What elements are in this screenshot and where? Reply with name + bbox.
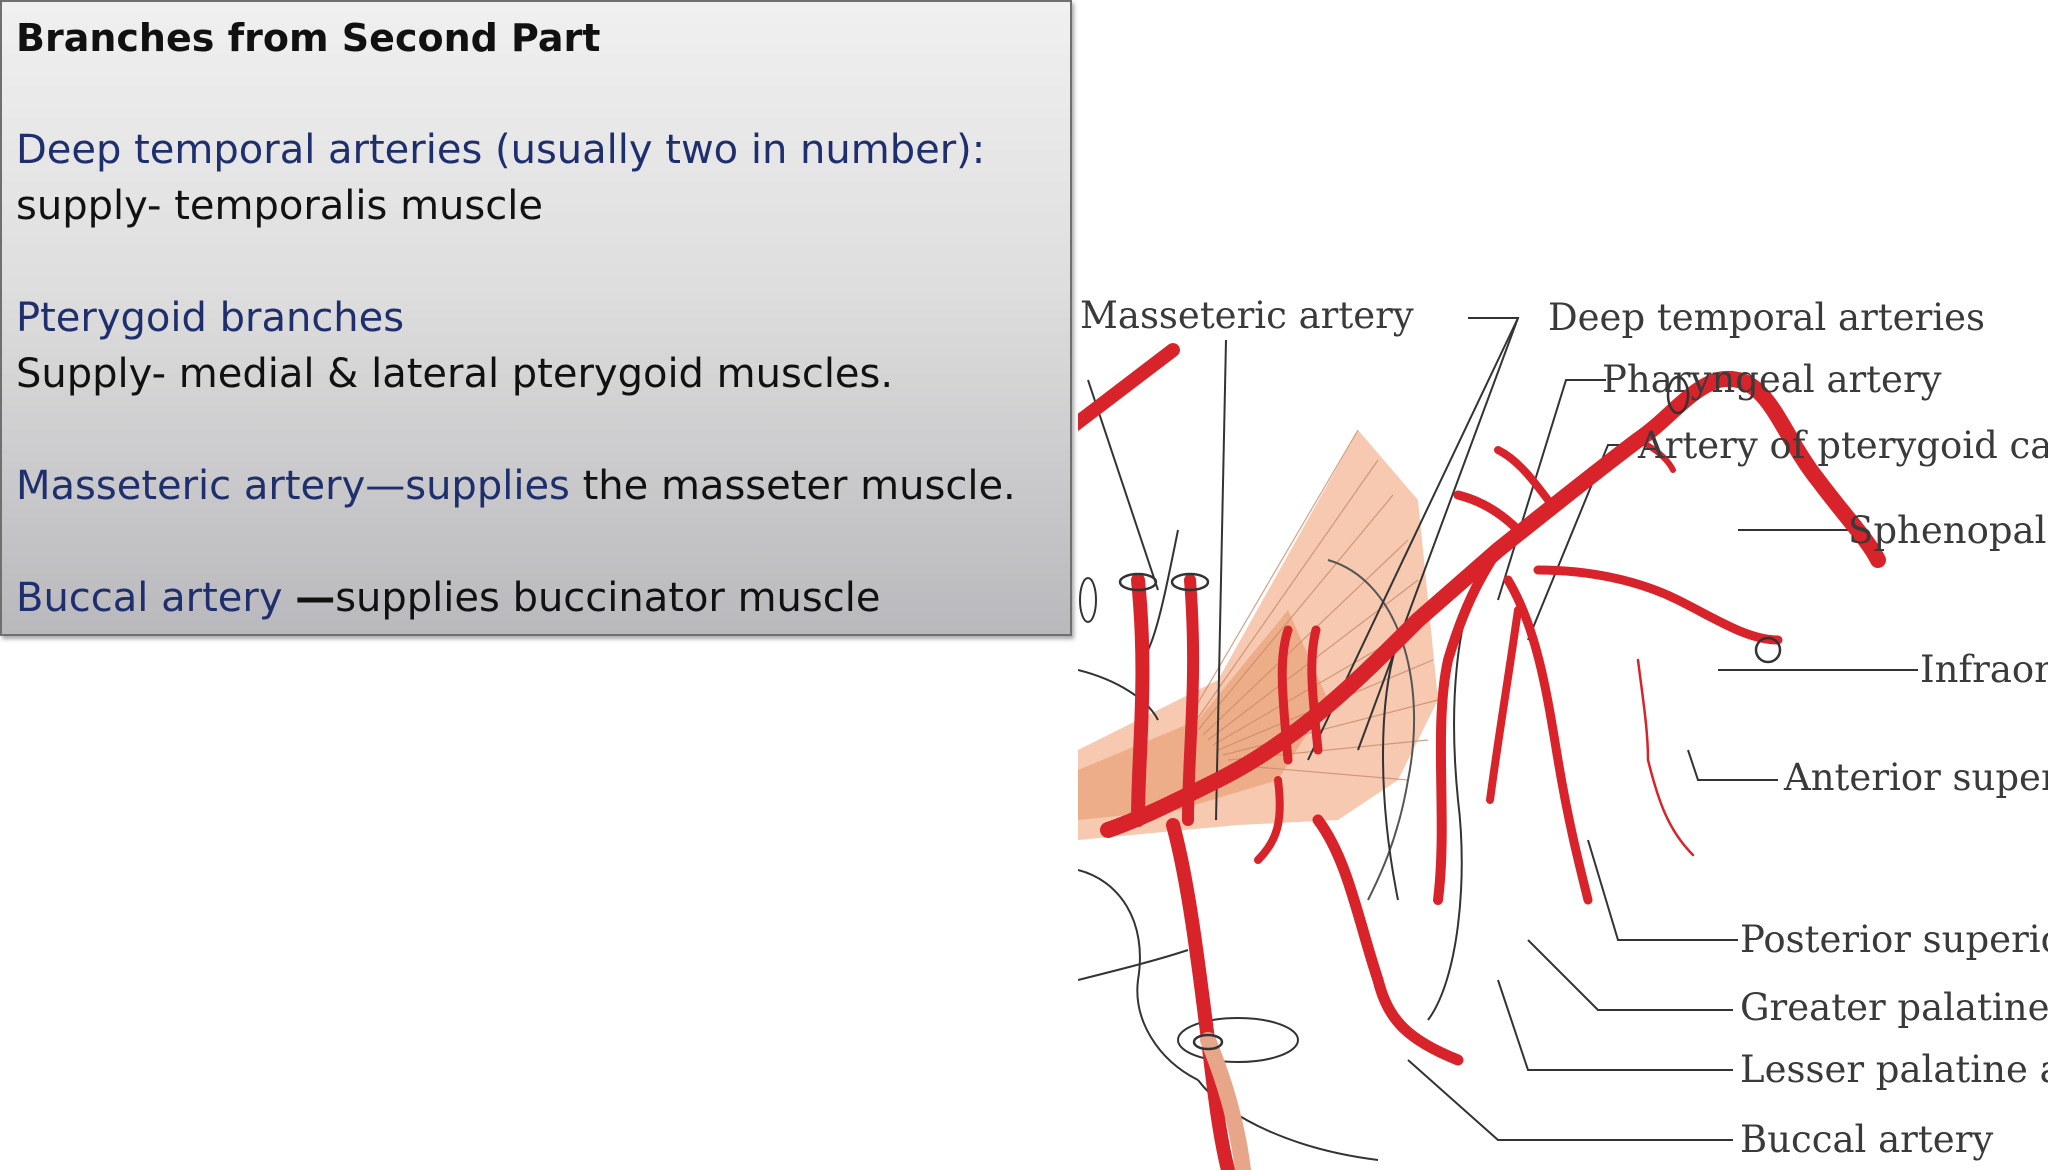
desc-deep-temporal: supply- temporalis muscle: [16, 183, 543, 229]
maxillary-artery-diagram: Masseteric artery Deep temporal arteries…: [1078, 280, 2048, 1170]
label-lesser-palatine: Lesser palatine ar: [1740, 1048, 2048, 1091]
term-masseteric: Masseteric artery—supplies: [16, 463, 570, 509]
slide-title: Branches from Second Part: [16, 16, 601, 60]
leader-lines: [1087, 317, 1918, 1141]
term-pterygoid: Pterygoid branches: [16, 295, 405, 341]
bone-outlines: [1078, 529, 1479, 1161]
label-posterior-superior: Posterior superior: [1740, 918, 2048, 961]
term-deep-temporal: Deep temporal arteries (usually two in n…: [16, 127, 986, 173]
content-textbox: Branches from Second Part Deep temporal …: [0, 0, 1072, 636]
desc-pterygoid: Supply- medial & lateral pterygoid muscl…: [16, 351, 894, 397]
diagram-labels: Masseteric artery Deep temporal arteries…: [1080, 294, 2048, 1161]
nerve-loops: [1118, 375, 1782, 1051]
dash-buccal: —: [295, 575, 336, 621]
arteries: [1078, 343, 1886, 1170]
label-infraorbital: Infraor: [1920, 648, 2048, 691]
paragraph-deep-temporal: Deep temporal arteries (usually two in n…: [16, 122, 1056, 234]
label-masseteric-artery: Masseteric artery: [1080, 294, 1414, 337]
label-pharyngeal-artery: Pharyngeal artery: [1602, 358, 1942, 401]
label-greater-palatine: Greater palatine a: [1740, 986, 2048, 1029]
desc-buccal: supplies buccinator muscle: [335, 575, 881, 621]
term-buccal: Buccal artery: [16, 575, 296, 621]
paragraph-buccal: Buccal artery —supplies buccinator muscl…: [16, 570, 1056, 626]
paragraph-masseteric: Masseteric artery—supplies the masseter …: [16, 458, 1056, 514]
label-sphenopalatine: Sphenopala: [1848, 509, 2048, 552]
label-artery-of-pterygoid-canal: Artery of pterygoid can.: [1637, 424, 2048, 467]
label-deep-temporal-arteries: Deep temporal arteries: [1548, 296, 1985, 339]
label-anterior-superior: Anterior superi: [1783, 756, 2048, 799]
label-buccal-artery: Buccal artery: [1740, 1118, 1993, 1161]
diagram-svg: Masseteric artery Deep temporal arteries…: [1078, 294, 2048, 1170]
desc-masseteric: the masseter muscle.: [569, 463, 1016, 509]
paragraph-pterygoid: Pterygoid branches Supply- medial & late…: [16, 290, 1056, 402]
